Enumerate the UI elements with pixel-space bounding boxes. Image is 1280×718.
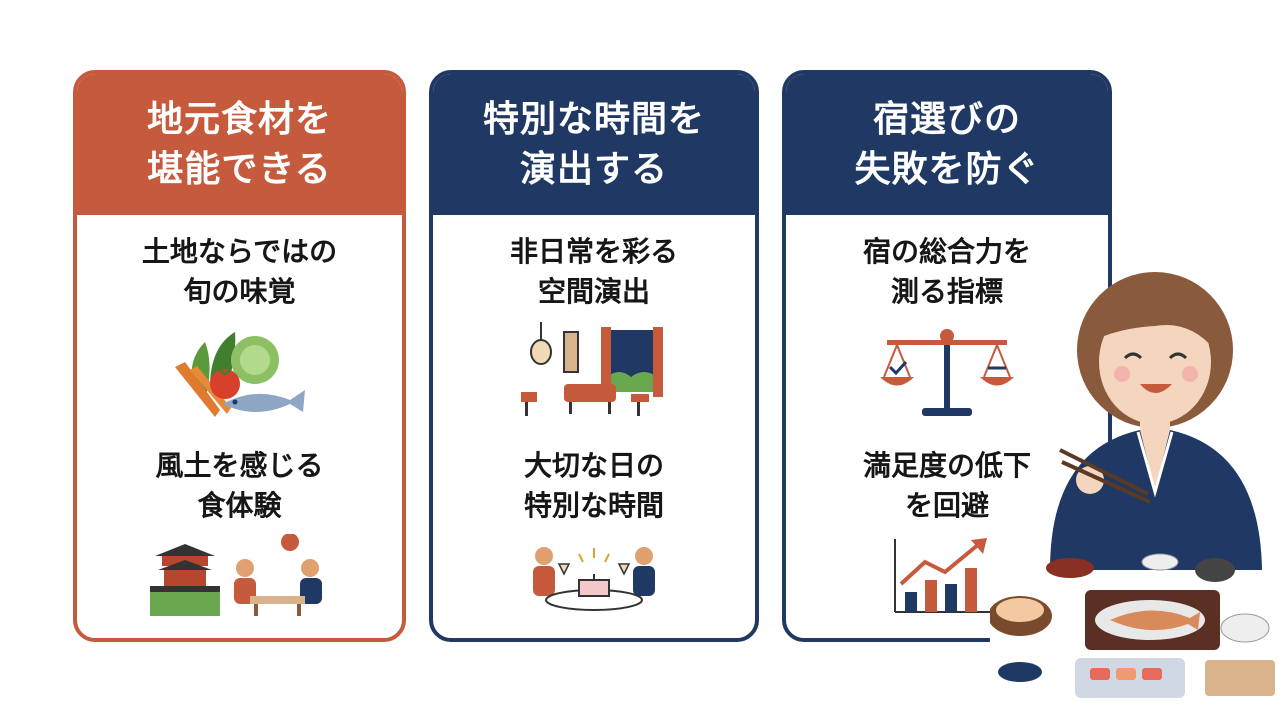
card-point-1: 非日常を彩る 空間演出 xyxy=(509,235,678,308)
bar-chart-up-icon xyxy=(786,534,1108,616)
card-title: 宿選びの 失敗を防ぐ xyxy=(786,74,1108,215)
card-title: 地元食材を 堪能できる xyxy=(77,74,402,215)
card-point-2: 大切な日の 特別な時間 xyxy=(523,449,664,522)
card-point-1: 宿の総合力を 測る指標 xyxy=(862,235,1031,308)
card-local-ingredients: 地元食材を 堪能できる 土地ならではの 旬の味覚 風土を感じる 食体験 xyxy=(73,70,406,642)
woman-eating-kaiseki-icon xyxy=(988,270,1280,714)
card-special-time: 特別な時間を 演出する 非日常を彩る 空間演出 大切な日の 特別な時間 xyxy=(429,70,759,642)
card-point-2: 満足度の低下 を回避 xyxy=(862,449,1031,522)
card-title: 特別な時間を 演出する xyxy=(433,74,755,215)
celebration-dinner-icon xyxy=(433,534,755,616)
dining-temple-icon xyxy=(77,534,402,616)
card-point-1: 土地ならではの 旬の味覚 xyxy=(141,235,338,308)
balance-scale-icon xyxy=(786,322,1108,422)
room-interior-icon xyxy=(433,322,755,422)
vegetables-fish-icon xyxy=(77,322,402,422)
card-point-2: 風土を感じる 食体験 xyxy=(155,449,324,522)
